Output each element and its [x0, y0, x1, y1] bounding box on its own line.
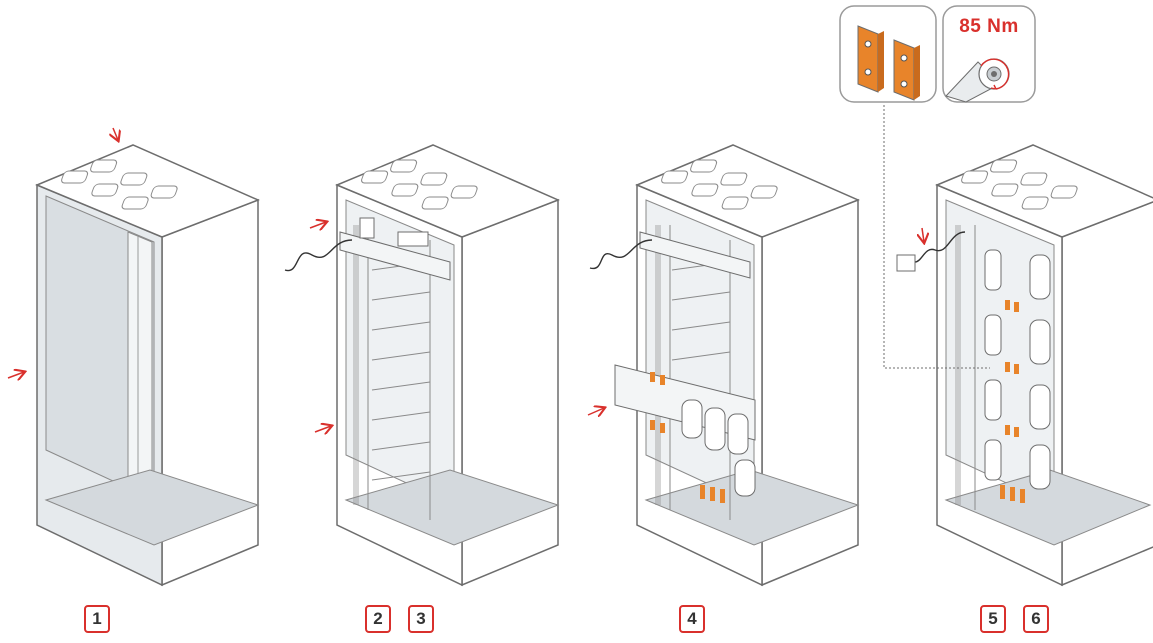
step-indicators: 1 2 3 4 5 6 [0, 605, 1153, 641]
cabinet-step-2-3 [284, 144, 560, 587]
cabinet-2-roof-vents [361, 159, 478, 210]
detail-leader-line [883, 105, 990, 369]
arrow-rail-2 [309, 222, 326, 228]
torque-panel [942, 5, 1036, 103]
step-badge-5: 5 [980, 605, 1006, 633]
step-badge-2: 2 [365, 605, 391, 633]
torque-wrench-icon [945, 58, 1010, 103]
torque-value-label: 85 Nm [959, 16, 1019, 37]
cabinet-5-roof-vents [961, 159, 1078, 210]
cabinet-4-roof-vents [661, 159, 778, 210]
arrow-side-2 [314, 426, 331, 432]
cabinet-step-1 [35, 144, 260, 587]
step-badge-6: 6 [1023, 605, 1049, 633]
cabinet-1-roof-vents [61, 159, 178, 210]
busbar-plates-panel [839, 5, 937, 103]
busbar-plates-icon [857, 25, 920, 101]
step-badge-1: 1 [84, 605, 110, 633]
cabinet-step-5-6 [896, 144, 1153, 587]
arrow-side-1 [7, 372, 24, 378]
step-badge-4: 4 [679, 605, 705, 633]
cabinet-step-4 [589, 144, 860, 587]
arrow-device-5 [922, 227, 924, 242]
arrow-module-4 [587, 408, 604, 415]
step-badge-3: 3 [408, 605, 434, 633]
arrow-top-1 [113, 127, 118, 140]
